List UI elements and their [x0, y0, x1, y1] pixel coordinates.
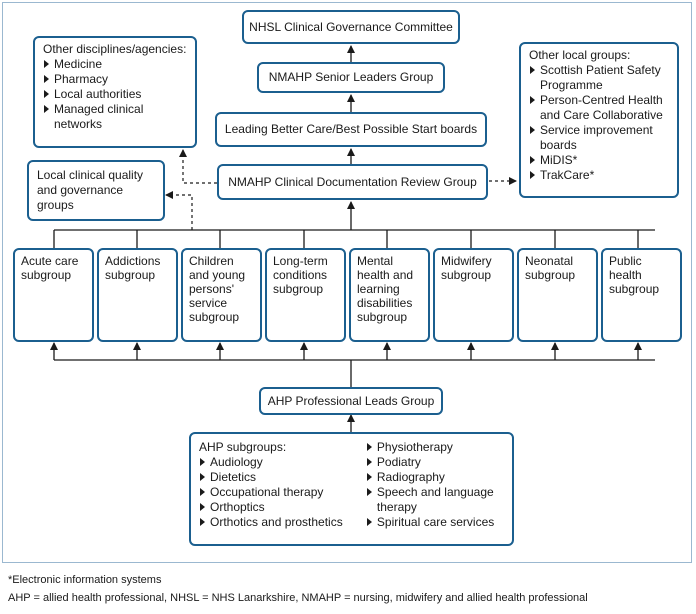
subgroup-addictions: Addictions subgroup: [97, 248, 178, 342]
ahp-leads-box: AHP Professional Leads Group: [259, 387, 443, 415]
list-item: Physiotherapy: [366, 440, 504, 455]
footnote-systems: *Electronic information systems: [8, 574, 162, 586]
other-disciplines-list: Medicine Pharmacy Local authorities Mana…: [43, 57, 187, 132]
boards-box: Leading Better Care/Best Possible Start …: [215, 112, 487, 147]
subgroup-label: Neonatal subgroup: [525, 254, 576, 282]
subgroup-acute-care: Acute care subgroup: [13, 248, 94, 342]
subgroup-label: Public health subgroup: [609, 254, 660, 296]
local-quality-label: Local clinical quality and governance gr…: [37, 168, 144, 212]
list-item: Podiatry: [366, 455, 504, 470]
subgroup-bottom-arrows: [50, 342, 642, 360]
list-item: Service improvement boards: [529, 123, 669, 153]
subgroup-long-term-conditions: Long-term conditions subgroup: [265, 248, 346, 342]
ahp-leads-label: AHP Professional Leads Group: [267, 393, 435, 408]
boards-label: Leading Better Care/Best Possible Start …: [224, 122, 478, 136]
list-item: Audiology: [199, 455, 352, 470]
other-local-list: Scottish Patient Safety Programme Person…: [529, 63, 669, 183]
subgroup-label: Midwifery subgroup: [441, 254, 492, 282]
subgroup-label: Acute care subgroup: [21, 254, 79, 282]
subgroup-label: Mental health and learning disabilities …: [357, 254, 414, 324]
list-item: Scottish Patient Safety Programme: [529, 63, 669, 93]
dash-to-other-disciplines: [179, 149, 217, 184]
list-item: MiDIS*: [529, 153, 669, 168]
other-local-box: Other local groups: Scottish Patient Saf…: [519, 42, 679, 198]
ahp-subgroups-list-2: Physiotherapy Podiatry Radiography Speec…: [366, 440, 504, 530]
list-item: Dietetics: [199, 470, 352, 485]
subgroup-top-ticks: [53, 230, 639, 248]
subgroup-public-health: Public health subgroup: [601, 248, 682, 342]
other-disciplines-box: Other disciplines/agencies: Medicine Pha…: [33, 36, 197, 148]
subgroup-children-young-persons: Children and young persons' service subg…: [181, 248, 262, 342]
list-item: Orthoptics: [199, 500, 352, 515]
review-group-label: NMAHP Clinical Documentation Review Grou…: [228, 174, 477, 189]
list-item: Occupational therapy: [199, 485, 352, 500]
list-item: Radiography: [366, 470, 504, 485]
list-item: Medicine: [43, 57, 187, 72]
subgroup-midwifery: Midwifery subgroup: [433, 248, 514, 342]
list-item: Pharmacy: [43, 72, 187, 87]
committee-label: NHSL Clinical Governance Committee: [249, 19, 453, 34]
dash-to-local-quality: [165, 191, 193, 230]
ahp-subgroups-title: AHP subgroups:: [199, 440, 287, 454]
list-item: Managed clinical networks: [43, 102, 187, 132]
senior-leaders-label: NMAHP Senior Leaders Group: [268, 70, 434, 84]
subgroup-mental-health: Mental health and learning disabilities …: [349, 248, 430, 342]
footnote-abbreviations: AHP = allied health professional, NHSL =…: [8, 592, 588, 604]
diagram-frame: [2, 2, 692, 563]
ahp-subgroups-list-1: Audiology Dietetics Occupational therapy…: [199, 455, 352, 530]
review-group-box: NMAHP Clinical Documentation Review Grou…: [217, 164, 488, 200]
list-item: Person-Centred Health and Care Collabora…: [529, 93, 669, 123]
list-item: Local authorities: [43, 87, 187, 102]
local-quality-box: Local clinical quality and governance gr…: [27, 160, 165, 221]
subgroup-neonatal: Neonatal subgroup: [517, 248, 598, 342]
subgroup-label: Children and young persons' service subg…: [189, 254, 246, 324]
other-disciplines-title: Other disciplines/agencies:: [43, 42, 187, 56]
senior-leaders-box: NMAHP Senior Leaders Group: [257, 62, 445, 93]
other-local-title: Other local groups:: [529, 48, 631, 62]
list-item: Speech and language therapy: [366, 485, 504, 515]
subgroup-label: Addictions subgroup: [105, 254, 161, 282]
list-item: Orthotics and prosthetics: [199, 515, 352, 530]
committee-box: NHSL Clinical Governance Committee: [242, 10, 460, 44]
ahp-subgroups-box: AHP subgroups: Audiology Dietetics Occup…: [189, 432, 514, 546]
subgroup-label: Long-term conditions subgroup: [273, 254, 328, 296]
list-item: Spiritual care services: [366, 515, 504, 530]
list-item: TrakCare*: [529, 168, 669, 183]
